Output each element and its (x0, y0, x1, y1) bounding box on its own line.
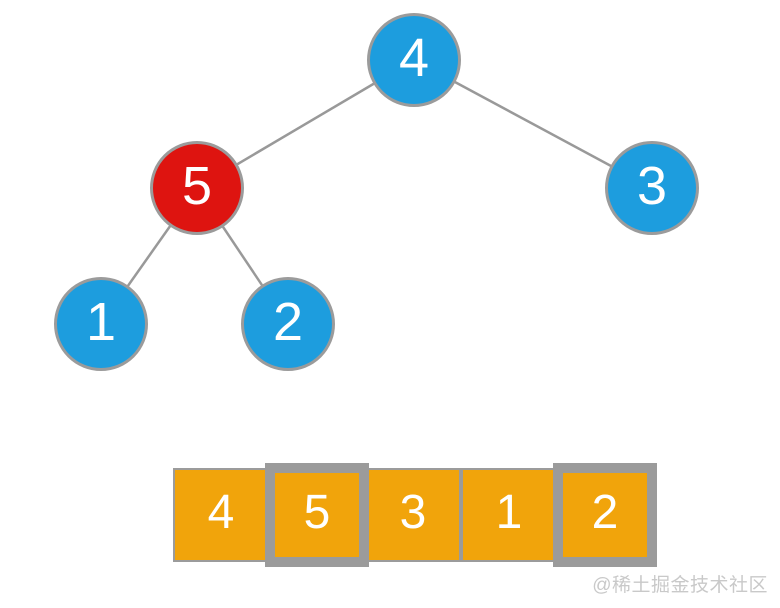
array-cell-2-highlighted: 2 (553, 463, 657, 567)
array-cell-label: 4 (207, 486, 235, 539)
tree-node-label: 3 (636, 156, 668, 216)
array-cell-label: 3 (399, 486, 427, 539)
tree-node-2: 2 (241, 277, 335, 371)
array-cell-label: 2 (591, 486, 619, 539)
array-cell-4: 4 (173, 468, 269, 562)
tree-node-5-highlighted: 5 (150, 141, 244, 235)
array-cell-3: 3 (365, 468, 461, 562)
tree-node-label: 2 (272, 292, 304, 352)
tree-node-3: 3 (605, 141, 699, 235)
array-cell-label: 1 (495, 486, 523, 539)
array-cell-5-highlighted: 5 (265, 463, 369, 567)
tree-node-label: 5 (181, 156, 213, 216)
tree-node-1: 1 (54, 277, 148, 371)
tree-node-4: 4 (367, 13, 461, 107)
array-cell-label: 5 (303, 486, 331, 539)
watermark-text: @稀土掘金技术社区 (592, 575, 768, 596)
array-cell-1: 1 (461, 468, 557, 562)
tree-node-label: 4 (398, 28, 430, 88)
tree-node-label: 1 (85, 292, 117, 352)
